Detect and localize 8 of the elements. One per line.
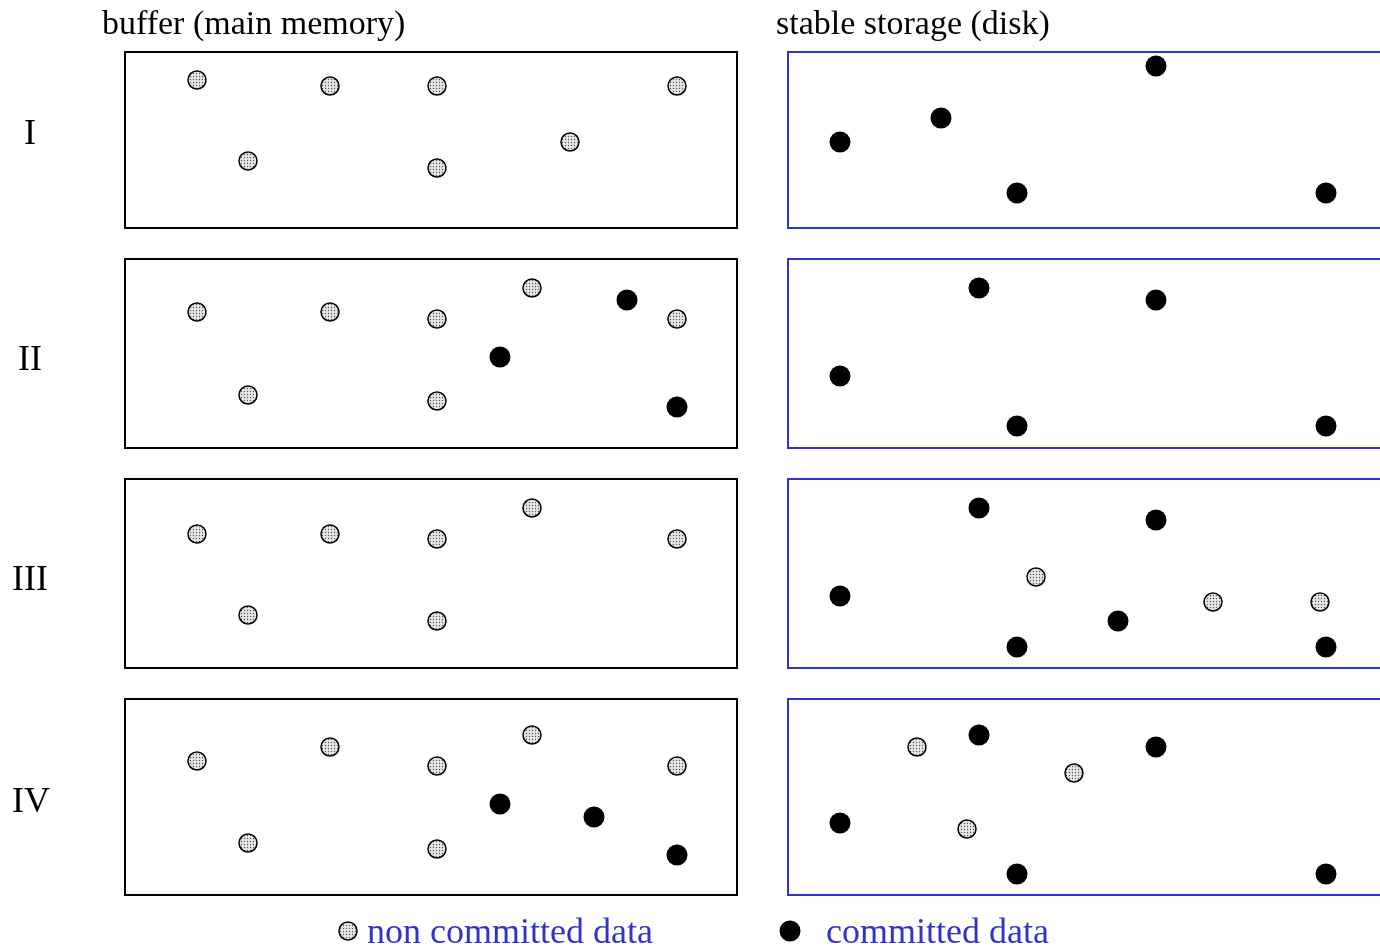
- legend-label: non committed data: [367, 913, 653, 949]
- column-heading: buffer (main memory): [102, 6, 406, 40]
- column-heading: stable storage (disk): [776, 6, 1050, 40]
- row-numeral: III: [12, 560, 48, 596]
- row-numeral: I: [24, 114, 36, 150]
- row-numeral: II: [18, 340, 42, 376]
- legend-label: committed data: [826, 913, 1049, 949]
- row-numeral: IV: [12, 782, 50, 818]
